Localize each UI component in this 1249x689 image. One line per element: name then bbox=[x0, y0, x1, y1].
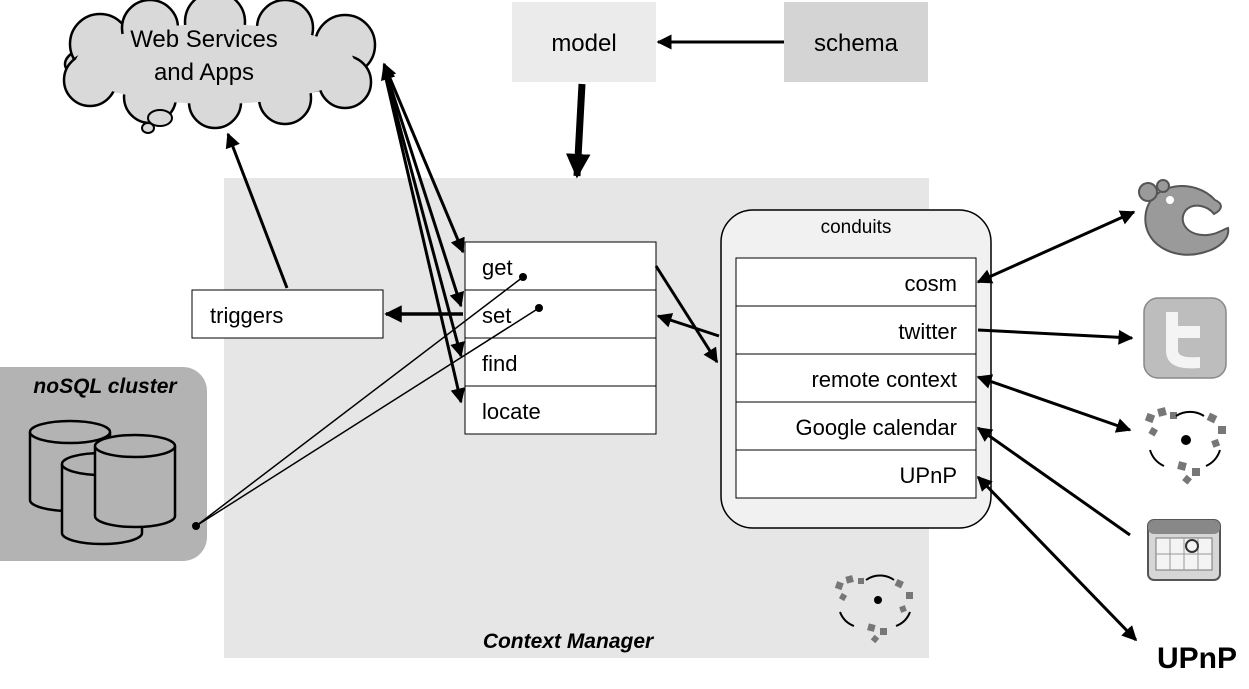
api-set-label: set bbox=[482, 303, 511, 328]
nosql-cluster-label: noSQL cluster bbox=[33, 375, 178, 398]
arrow-cloud-locate bbox=[382, 69, 466, 404]
conduit-cosm-label: cosm bbox=[904, 271, 957, 296]
upnp-logo: UPnP bbox=[1157, 642, 1237, 675]
api-stack bbox=[464, 241, 657, 435]
line-nosql-to-get bbox=[195, 276, 524, 527]
api-set-row bbox=[464, 289, 657, 339]
arrow-model-to-context-manager bbox=[565, 83, 591, 179]
connections bbox=[195, 34, 1138, 642]
twitter-icon bbox=[1143, 297, 1227, 379]
conduit-upnp-label: UPnP bbox=[900, 463, 957, 488]
triggers-label: triggers bbox=[210, 303, 283, 328]
cloud-label-line1: Web Services bbox=[130, 26, 278, 53]
conduit-row bbox=[735, 401, 977, 451]
conduit-google-calendar-label: Google calendar bbox=[796, 415, 957, 440]
schema-label: schema bbox=[814, 30, 899, 57]
arrow-conduits-to-set bbox=[656, 313, 720, 338]
conduit-row bbox=[735, 305, 977, 355]
connection-dot bbox=[519, 273, 527, 281]
arrow-upnp bbox=[976, 475, 1138, 642]
api-locate-label: locate bbox=[482, 399, 541, 424]
arrow-cosm bbox=[976, 210, 1136, 284]
database-cylinders-icon bbox=[28, 419, 177, 546]
api-find-row bbox=[464, 337, 657, 387]
arrow-get-to-conduits bbox=[654, 265, 719, 364]
api-get-label: get bbox=[482, 255, 513, 280]
api-find-label: find bbox=[482, 351, 517, 376]
connection-dot bbox=[535, 304, 543, 312]
conduits-title: conduits bbox=[821, 217, 892, 238]
arrow-triggers-to-cloud bbox=[225, 132, 289, 289]
arrow-cloud-set bbox=[380, 64, 465, 308]
model-box bbox=[512, 2, 656, 82]
context-manager-label: Context Manager bbox=[483, 630, 655, 653]
cloud-label-line2: and Apps bbox=[154, 59, 254, 86]
calendar-icon bbox=[1147, 519, 1221, 581]
cosm-logo-icon bbox=[1138, 179, 1230, 256]
line-nosql-to-set bbox=[195, 307, 540, 527]
schema-box bbox=[784, 2, 928, 82]
conduit-row bbox=[735, 449, 977, 499]
conduit-row bbox=[735, 353, 977, 403]
remote-context-icon bbox=[1144, 407, 1226, 485]
triggers-box bbox=[191, 289, 384, 339]
model-label: model bbox=[551, 30, 616, 57]
api-get-row bbox=[464, 241, 657, 291]
api-locate-row bbox=[464, 385, 657, 435]
connection-dot bbox=[192, 522, 200, 530]
conduit-rows bbox=[735, 257, 977, 499]
context-manager-icon bbox=[834, 574, 913, 644]
conduit-remote-context-label: remote context bbox=[811, 367, 957, 392]
arrow-twitter bbox=[977, 328, 1134, 345]
web-services-cloud bbox=[62, 0, 377, 134]
conduit-row bbox=[735, 257, 977, 307]
arrow-cloud-find bbox=[382, 67, 465, 358]
arrow-remote-context bbox=[976, 374, 1132, 433]
conduit-twitter-label: twitter bbox=[898, 319, 957, 344]
arrow-google-calendar bbox=[976, 426, 1131, 537]
